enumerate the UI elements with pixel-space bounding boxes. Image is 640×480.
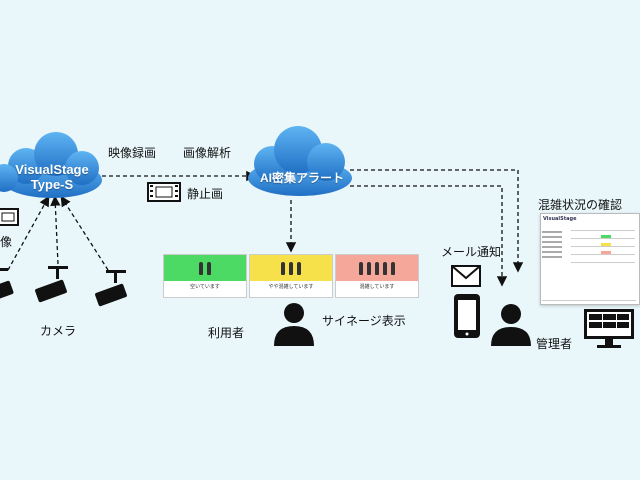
visualstage-line2: Type-S <box>30 177 74 192</box>
signage-panel-crowded: 混雑しています <box>335 254 419 298</box>
status-chip-yellow <box>601 243 611 246</box>
mail-label: メール通知 <box>441 245 502 259</box>
congestion-check-label: 混雑状況の確認 <box>538 198 623 212</box>
signage-label: サイネージ表示 <box>322 314 406 328</box>
status-chip-green <box>601 235 611 238</box>
signage-people-icons <box>250 255 332 281</box>
admin-person-icon <box>491 304 531 346</box>
camera-icon-2 <box>35 266 68 303</box>
signage-caption: 混雑しています <box>359 284 395 290</box>
visualstage-title: VisualStage Type-S <box>0 162 104 192</box>
visualstage-line1: VisualStage <box>15 162 89 177</box>
camera-icon-3 <box>95 270 127 307</box>
video-recording-label: 映像録画 <box>108 146 157 160</box>
status-chip-red <box>601 251 611 254</box>
ai-alert-cloud <box>248 126 352 196</box>
camera-icon-1 <box>0 268 14 301</box>
desktop-monitor-icon <box>584 309 634 348</box>
signage-caption: やや混雑しています <box>268 284 314 290</box>
user-person-icon <box>274 303 314 346</box>
smartphone-icon <box>454 294 480 338</box>
admin-label: 管理者 <box>536 337 573 351</box>
arrow-to-admin-2 <box>350 185 508 287</box>
mail-icon <box>451 265 481 287</box>
still-image-label: 静止画 <box>187 187 224 201</box>
congestion-dashboard-thumbnail: VisualStage <box>540 213 640 305</box>
camera-label: カメラ <box>40 324 77 338</box>
dashboard-sidebar <box>542 228 568 261</box>
signage-panel-vacant: 空いています <box>163 254 247 298</box>
arrow-to-admin-1 <box>350 169 524 273</box>
user-label: 利用者 <box>208 326 245 340</box>
image-analysis-label: 画像解析 <box>183 146 232 160</box>
dashboard-title: VisualStage <box>543 216 577 222</box>
signage-people-icons <box>164 255 246 281</box>
signage-people-icons <box>336 255 418 281</box>
partial-video-label: 像 <box>0 235 13 249</box>
signage-caption: 空いています <box>190 284 220 290</box>
ai-alert-label: AI密集アラート <box>259 171 344 185</box>
arrow-camera-3 <box>60 195 109 271</box>
signage-panel-somewhat-crowded: やや混雑しています <box>249 254 333 298</box>
